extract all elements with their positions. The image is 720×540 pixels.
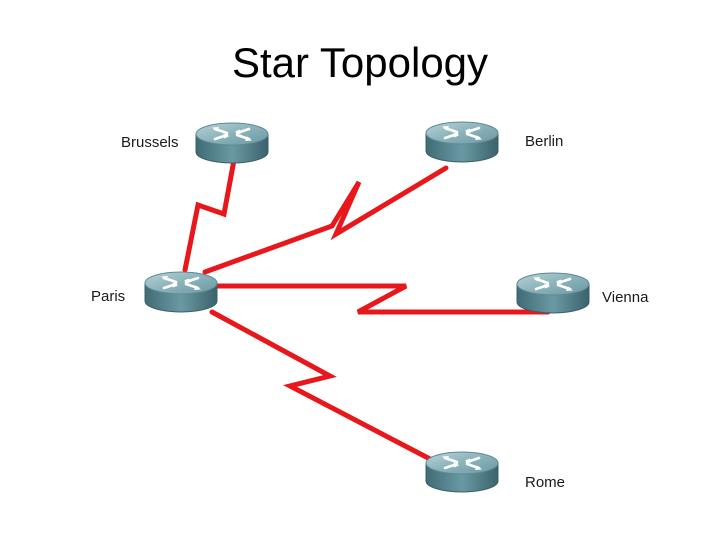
router-icon-rome xyxy=(424,450,500,494)
page-title: Star Topology xyxy=(231,39,489,86)
link-paris-vienna xyxy=(209,283,551,315)
link-paris-berlin xyxy=(202,165,449,275)
serial-links xyxy=(182,157,551,475)
router-label-rome: Rome xyxy=(525,474,566,491)
router-icon-vienna xyxy=(515,271,591,315)
router-label-vienna: Vienna xyxy=(602,289,649,306)
link-paris-rome xyxy=(209,309,458,475)
link-paris-brussels xyxy=(182,157,237,273)
router-label-paris: Paris xyxy=(91,288,126,305)
router-icon-paris xyxy=(143,270,219,314)
router-icon-brussels xyxy=(194,121,270,165)
router-icon-berlin xyxy=(424,120,500,164)
router-label-berlin: Berlin xyxy=(525,133,564,150)
router-label-brussels: Brussels xyxy=(121,134,179,151)
